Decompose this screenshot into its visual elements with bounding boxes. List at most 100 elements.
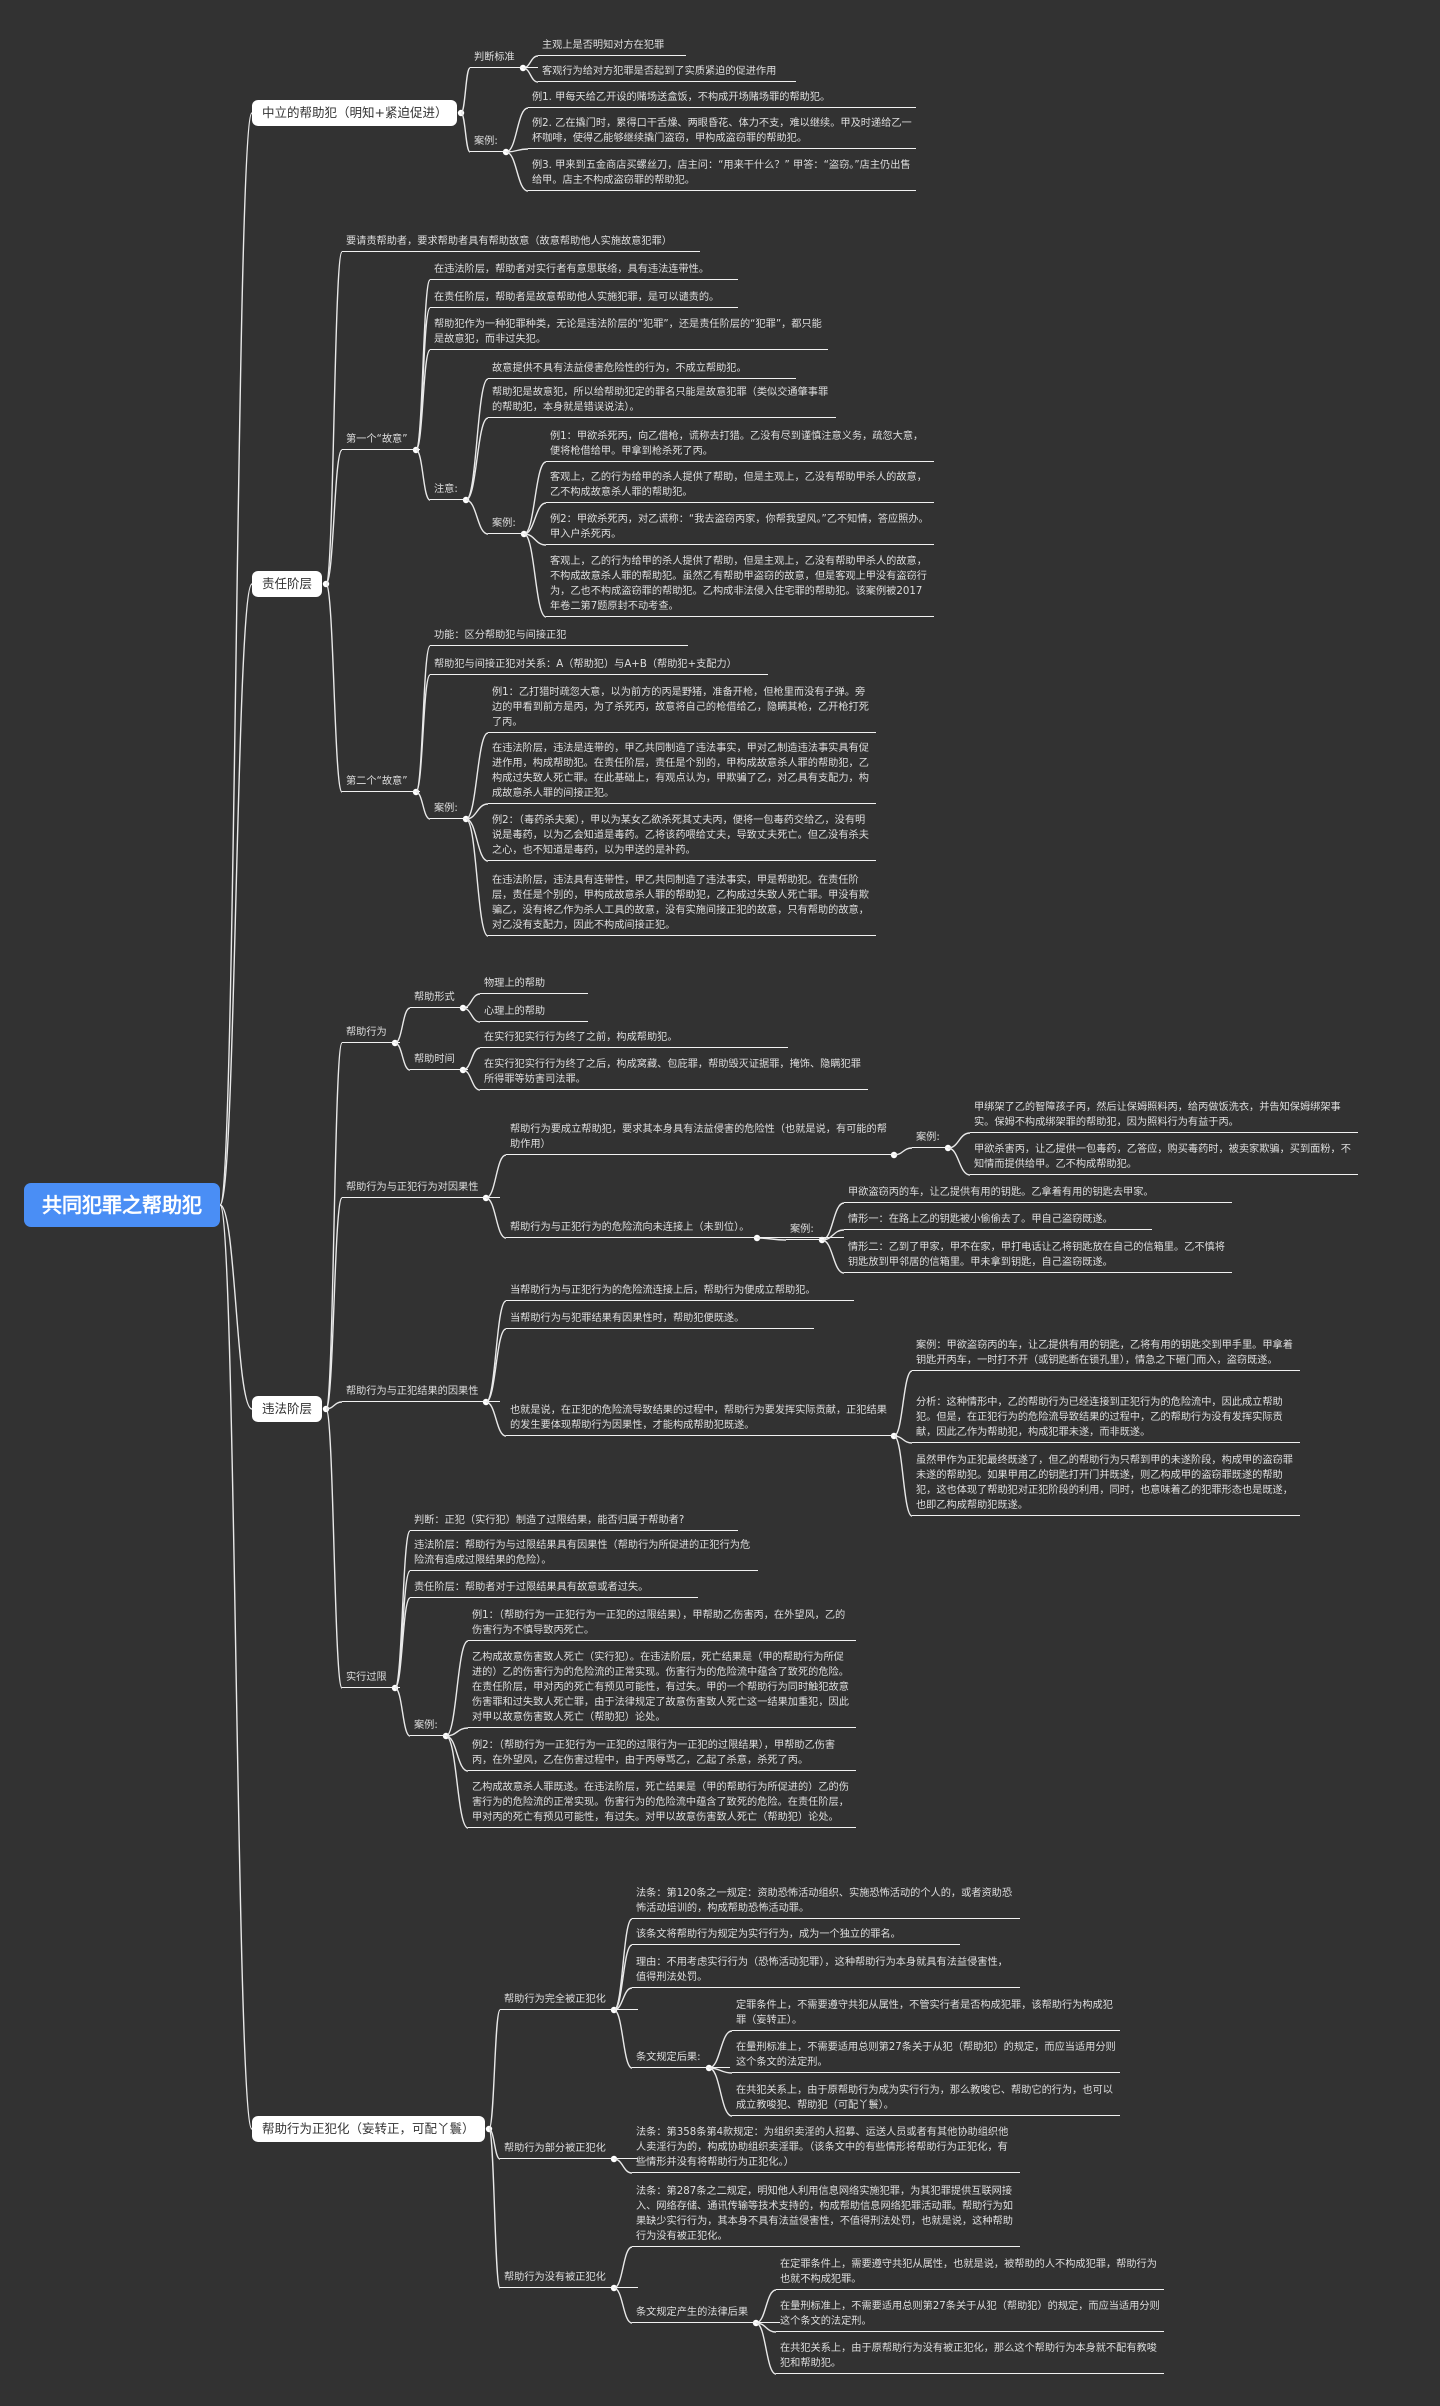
topic-b2-2-2-1[interactable]: 分析：这种情形中，乙的帮助行为已经连接到正犯行为的危险流中，因此成立帮助犯。但是… [912,1395,1300,1443]
topic-b2-1-1[interactable]: 帮助行为与正犯行为的危险流向未连接上（未到位）。 [506,1220,844,1238]
topic-b2-3-3-0[interactable]: 例1：（帮助行为一正犯行为一正犯的过限结果），甲帮助乙伤害丙，在外望风，乙的伤害… [468,1608,856,1641]
topic-b1-1-3[interactable]: 注意: [430,482,468,500]
topic-underline [468,1769,856,1771]
topic-b2-3-0[interactable]: 判断：正犯（实行犯）制造了过限结果，能否归属于帮助者? [410,1513,738,1531]
topic-b1-2-1[interactable]: 帮助犯与间接正犯对关系：A（帮助犯）与A+B（帮助犯+支配力） [430,657,768,675]
topic-b1-1-3-2-0[interactable]: 例1：甲欲杀死丙，向乙借枪，谎称去打猎。乙没有尽到谨慎注意义务，疏忽大意，便将枪… [546,429,934,462]
topic-b1-2-0[interactable]: 功能：区分帮助犯与间接正犯 [430,628,688,646]
connector [465,732,489,820]
topic-b2-3-3-1[interactable]: 乙构成故意伤害致人死亡（实行犯）。在违法阶层，死亡结果是（甲的帮助行为所促进的）… [468,1650,856,1728]
topic-b1-1-3-0[interactable]: 故意提供不具有法益侵害危险性的行为，不成立帮助犯。 [488,361,796,379]
topic-b1-0[interactable]: 要请责帮助者，要求帮助者具有帮助故意（故意帮助他人实施故意犯罪） [342,234,700,252]
topic-b1-2-2[interactable]: 案例: [430,801,468,819]
topic-b2-3-3-2[interactable]: 例2：（帮助行为一正犯行为一正犯的过限行为一正犯的过限结果），甲帮助乙伤害丙，在… [468,1738,856,1771]
topic-b3-2[interactable]: 帮助行为没有被正犯化 [500,2270,638,2288]
topic-b2-3-2[interactable]: 责任阶层：帮助者对于过限结果具有故意或者过失。 [410,1580,698,1598]
topic-text: 法条：第287条之二规定，明知他人利用信息网络实施犯罪，为其犯罪提供互联网接入、… [636,2186,1013,2242]
topic-b1-1-0[interactable]: 在违法阶层，帮助者对实行者有意思联络，具有违法连带性。 [430,262,738,280]
topic-b3-0-3-1[interactable]: 在量刑标准上，不需要适用总则第27条关于从犯（帮助犯）的规定，而应当适用分则这个… [732,2040,1120,2073]
topic-b0-1-1[interactable]: 例2. 乙在撬门时，累得口干舌燥、两眼昏花、体力不支，难以继续。甲及时递给乙一杯… [528,116,916,149]
topic-text: 客观上，乙的行为给甲的杀人提供了帮助，但是主观上，乙没有帮助甲杀人的故意，不构成… [550,556,927,612]
topic-b2-1-1-0-2[interactable]: 情形二：乙到了甲家，甲不在家，甲打电话让乙将钥匙放在自己的信箱里。乙不慎将钥匙放… [844,1240,1232,1273]
branch-responsibility[interactable]: 责任阶层 [252,571,323,597]
topic-b3-1[interactable]: 帮助行为部分被正犯化 [500,2141,638,2159]
connector [488,2128,501,2289]
root-topic[interactable]: 共同犯罪之帮助犯 [24,1183,220,1227]
topic-b1-1-3-1[interactable]: 帮助犯是故意犯，所以给帮助犯定的罪名只能是故意犯罪（类似交通肇事罪的帮助犯，本身… [488,385,836,418]
topic-b3-2-1-2[interactable]: 在共犯关系上，由于原帮助行为没有被正犯化，那么这个帮助行为本身就不配有教唆犯和帮… [776,2341,1164,2374]
topic-b2-2-0[interactable]: 当帮助行为与正犯行为的危险流连接上后，帮助行为便成立帮助犯。 [506,1283,854,1301]
topic-b3-0-2[interactable]: 理由：不用考虑实行行为（恐怖活动犯罪），这种帮助行为本身就具有法益侵害性，值得刑… [632,1955,1020,1988]
topic-b3-2-1[interactable]: 条文规定产生的法律后果 [632,2305,780,2323]
branch-principalization[interactable]: 帮助行为正犯化（妄转正，可配丫鬟） [252,2116,485,2142]
topic-b2-2-1[interactable]: 当帮助行为与犯罪结果有因果性时，帮助犯便既遂。 [506,1311,814,1329]
topic-b3-0-1[interactable]: 该条文将帮助行为规定为实行行为，成为一个独立的罪名。 [632,1927,960,1945]
topic-b1-2[interactable]: 第二个“故意” [342,774,420,792]
topic-text: 帮助行为部分被正犯化 [504,2143,606,2154]
topic-b1-2-2-3[interactable]: 在违法阶层，违法具有连带性，甲乙共同制造了违法事实，甲是帮助犯。在责任阶层，责任… [488,873,876,936]
topic-text: 帮助行为 [346,1027,387,1038]
topic-b2-3[interactable]: 实行过限 [342,1670,400,1688]
topic-b2-1[interactable]: 帮助行为与正犯行为对因果性 [342,1180,500,1198]
branch-neutral-helper[interactable]: 中立的帮助犯（明知+紧迫促进） [252,100,458,126]
topic-text: 主观上是否明知对方在犯罪 [542,40,665,51]
topic-b2-1-0-0-0[interactable]: 甲绑架了乙的智障孩子丙，然后让保姆照料丙，给丙做饭洗衣，并告知保姆绑架事实。保姆… [970,1100,1358,1133]
topic-b2-0-1[interactable]: 帮助时间 [410,1052,468,1070]
topic-b2-0[interactable]: 帮助行为 [342,1025,400,1043]
topic-b3-0[interactable]: 帮助行为完全被正犯化 [500,1992,638,2010]
topic-text: 客观上，乙的行为给甲的杀人提供了帮助，但是主观上，乙没有帮助甲杀人的故意，乙不构… [550,472,927,498]
topic-text: 例2：（毒药杀夫案），甲以为某女乙欲杀死其丈夫丙，便将一包毒药交给乙，没有明说是… [492,815,869,856]
topic-b0-0-0[interactable]: 主观上是否明知对方在犯罪 [538,38,686,56]
topic-b2-1-0-0-1[interactable]: 甲欲杀害丙，让乙提供一包毒药，乙答应，购买毒药时，被卖家欺骗，买到面粉，不知情而… [970,1142,1358,1175]
topic-b2-1-1-0-0[interactable]: 甲欲盗窃丙的车，让乙提供有用的钥匙。乙拿着有用的钥匙去甲家。 [844,1185,1232,1203]
topic-b2-3-3-3[interactable]: 乙构成故意杀人罪既遂。在违法阶层，死亡结果是（甲的帮助行为所促进的）乙的伤害行为… [468,1780,856,1828]
topic-b0-0-1[interactable]: 客观行为给对方犯罪是否起到了实质紧迫的促进作用 [538,64,796,82]
topic-b2-0-1-1[interactable]: 在实行犯实行行为终了之后，构成窝藏、包庇罪，帮助毁灭证据罪，掩饰、隐瞒犯罪所得罪… [480,1057,868,1090]
topic-b0-1[interactable]: 案例: [470,134,508,152]
topic-b2-2-2-0[interactable]: 案例：甲欲盗窃丙的车，让乙提供有用的钥匙，乙将有用的钥匙交到甲手里。甲拿着钥匙开… [912,1338,1300,1371]
topic-underline [430,348,828,350]
topic-b2-2-2-2[interactable]: 虽然甲作为正犯最终既遂了，但乙的帮助行为只帮到甲的未遂阶段，构成甲的盗窃罪未遂的… [912,1453,1300,1516]
topic-b3-0-3-2[interactable]: 在共犯关系上，由于原帮助行为成为实行行为，那么教唆它、帮助它的行为，也可以成立教… [732,2083,1120,2116]
topic-b1-1-2[interactable]: 帮助犯作为一种犯罪种类，无论是违法阶层的“犯罪”，还是责任阶层的“犯罪”，都只能… [430,317,828,350]
topic-b2-3-1[interactable]: 违法阶层：帮助行为与过限结果具有因果性（帮助行为所促进的正犯行为危险流有造成过限… [410,1538,758,1571]
topic-b1-1[interactable]: 第一个“故意” [342,432,420,450]
topic-b3-2-1-0[interactable]: 在定罪条件上，需要遵守共犯从属性，也就是说，被帮助的人不构成犯罪，帮助行为也就不… [776,2257,1164,2290]
topic-b3-2-0[interactable]: 法条：第287条之二规定，明知他人利用信息网络实施犯罪，为其犯罪提供互联网接入、… [632,2184,1020,2247]
topic-b1-1-3-2-1[interactable]: 客观上，乙的行为给甲的杀人提供了帮助，但是主观上，乙没有帮助甲杀人的故意，乙不构… [546,470,934,503]
topic-b1-1-3-2[interactable]: 案例: [488,516,526,534]
connector [523,502,547,535]
topic-b2-0-0[interactable]: 帮助形式 [410,990,468,1008]
topic-b0-1-0[interactable]: 例1. 甲每天给乙开设的赌场送盒饭，不构成开场赌场罪的帮助犯。 [528,90,916,108]
topic-b1-2-2-2[interactable]: 例2：（毒药杀夫案），甲以为某女乙欲杀死其丈夫丙，便将一包毒药交给乙，没有明说是… [488,813,876,861]
connector [505,151,529,192]
topic-b1-1-3-2-2[interactable]: 例2：甲欲杀死丙，对乙谎称：“我去盗窃丙家，你帮我望风。”乙不知情，答应照办。甲… [546,512,934,545]
topic-b1-1-1[interactable]: 在责任阶层，帮助者是故意帮助他人实施犯罪，是可以谴责的。 [430,290,738,308]
topic-b3-0-3[interactable]: 条文规定后果: [632,2050,730,2068]
topic-b2-1-0[interactable]: 帮助行为要成立帮助犯，要求其本身具有法益侵害的危险性（也就是说，有可能的帮助作用… [506,1122,894,1155]
branch-illegality[interactable]: 违法阶层 [252,1396,323,1422]
topic-b0-1-2[interactable]: 例3. 甲来到五金商店买螺丝刀，店主问：“用来干什么？” 甲答：“盗窃。”店主仍… [528,158,916,191]
topic-b0-0[interactable]: 判断标准 [470,50,538,68]
topic-b1-1-3-2-3[interactable]: 客观上，乙的行为给甲的杀人提供了帮助，但是主观上，乙没有帮助甲杀人的故意，不构成… [546,554,934,617]
topic-b2-2-2[interactable]: 也就是说，在正犯的危险流导致结果的过程中，帮助行为要发挥实际贡献，正犯结果的发生… [506,1403,894,1436]
topic-text: 在违法阶层，违法具有连带性，甲乙共同制造了违法事实，甲是帮助犯。在责任阶层，责任… [492,875,869,931]
topic-underline [732,2029,1120,2031]
topic-b2-1-0-0[interactable]: 案例: [912,1130,950,1148]
topic-b1-2-2-0[interactable]: 例1：乙打猎时疏忽大意，以为前方的丙是野猪，准备开枪，但枪里而没有子弹。旁边的甲… [488,685,876,733]
topic-b1-2-2-1[interactable]: 在违法阶层，违法是连带的，甲乙共同制造了违法事实，甲对乙制造违法事实具有促进作用… [488,741,876,804]
topic-b2-0-1-0[interactable]: 在实行犯实行行为终了之前，构成帮助犯。 [480,1030,788,1048]
topic-underline [342,448,420,450]
topic-b3-2-1-1[interactable]: 在量刑标准上，不需要适用总则第27条关于从犯（帮助犯）的规定，而应当适用分则这个… [776,2299,1164,2332]
topic-b2-3-3[interactable]: 案例: [410,1718,448,1736]
topic-underline [410,1734,448,1736]
topic-underline [468,1826,856,1828]
topic-b2-2[interactable]: 帮助行为与正犯结果的因果性 [342,1384,500,1402]
topic-b3-0-3-0[interactable]: 定罪条件上，不需要遵守共犯从属性，不管实行者是否构成犯罪，该帮助行为构成犯罪（妄… [732,1998,1120,2031]
topic-b2-1-1-0[interactable]: 案例: [786,1222,824,1240]
topic-b2-0-0-0[interactable]: 物理上的帮助 [480,976,588,994]
topic-b3-1-0[interactable]: 法条：第358条第4款规定：为组织卖淫的人招募、运送人员或者有其他协助组织他人卖… [632,2125,1020,2173]
topic-b2-0-0-1[interactable]: 心理上的帮助 [480,1004,588,1022]
topic-b2-1-1-0-1[interactable]: 情形一：在路上乙的钥匙被小偷偷去了。甲自己盗窃既遂。 [844,1212,1152,1230]
topic-b3-0-0[interactable]: 法条：第120条之一规定：资助恐怖活动组织、实施恐怖活动的个人的，或者资助恐怖活… [632,1886,1020,1919]
